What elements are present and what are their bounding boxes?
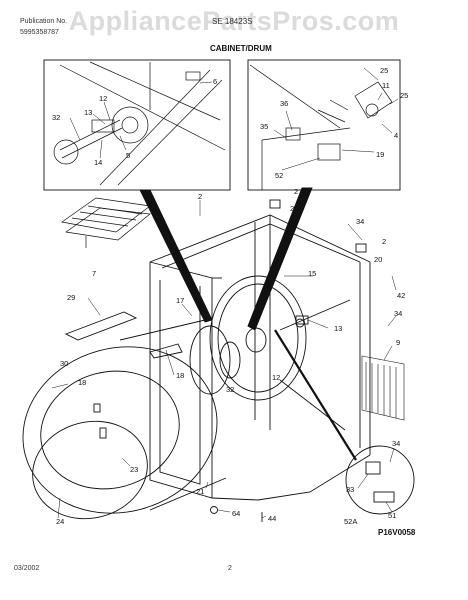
callout-18a: 18: [78, 378, 86, 387]
pulley-spider-drawing: [53, 61, 226, 186]
rear-vent-grille: [361, 355, 405, 421]
hinge-20-lower: [355, 243, 367, 253]
callout-19: 19: [376, 150, 384, 159]
callout-18b: 18: [176, 371, 184, 380]
callout-32b: 32: [226, 385, 234, 394]
switch-detail-circle: [345, 445, 415, 515]
inset-leader-right: [247, 187, 313, 331]
idler-switch-inset: [247, 59, 401, 191]
rear-drum-belt: [209, 275, 307, 401]
callout-6: 6: [213, 77, 217, 86]
callout-2b: 2: [294, 187, 298, 196]
section-title: CABINET/DRUM: [210, 44, 272, 53]
model-number: SE 18423S: [212, 17, 253, 26]
callout-13a: 13: [84, 108, 92, 117]
callout-36: 36: [280, 99, 288, 108]
callout-25a: 25: [380, 66, 388, 75]
callout-32a: 32: [52, 113, 60, 122]
page-number: 2: [228, 565, 232, 572]
callout-25b: 25: [400, 91, 408, 100]
drum-baffle: [64, 311, 138, 341]
drying-rack: [61, 197, 151, 248]
callout-2c: 2: [382, 237, 386, 246]
callout-34b: 34: [394, 309, 402, 318]
callout-20a: 20: [290, 204, 298, 213]
figure-code: P16V0058: [378, 528, 416, 537]
callout-51: 51: [388, 511, 396, 520]
callout-64: 64: [232, 509, 240, 518]
hinge-20-upper: [269, 199, 281, 209]
front-drum: [22, 319, 241, 514]
callout-9: 9: [396, 338, 400, 347]
callout-23: 23: [130, 465, 138, 474]
callout-30: 30: [60, 359, 68, 368]
callout-34a: 34: [356, 217, 364, 226]
callout-12a: 12: [99, 94, 107, 103]
cabinet-frame: [149, 214, 371, 501]
callout-52: 52: [275, 171, 283, 180]
callout-labels: 6 32 13 12 14 5 25 11 25 36 35 4 19 52 2…: [52, 66, 408, 526]
callout-29: 29: [67, 293, 75, 302]
callout-13b: 13: [334, 324, 342, 333]
switch-bracket: [373, 491, 395, 503]
callout-24: 24: [56, 517, 64, 526]
switch-detail-leader: [274, 329, 357, 461]
foot-64: [210, 506, 218, 514]
callout-11: 11: [382, 81, 390, 90]
callout-44: 44: [268, 514, 276, 523]
callout-34c: 34: [392, 439, 400, 448]
drum-pulley-inset: [43, 59, 231, 191]
callout-14: 14: [94, 158, 102, 167]
publication-code: 5995358787: [20, 29, 59, 36]
callout-15: 15: [308, 269, 316, 278]
leader-lines: [51, 67, 399, 519]
watermark: AppliancePartsPros.com: [68, 6, 400, 36]
callout-35: 35: [260, 122, 268, 131]
door-switch: [365, 461, 381, 475]
publication-label: Publication No.: [20, 18, 68, 25]
callout-21: 21: [196, 487, 204, 496]
callout-12b: 12: [272, 373, 280, 382]
switch-bracket-drawing: [249, 64, 393, 190]
callout-20b: 20: [374, 255, 382, 264]
footer-date: 03/2002: [14, 565, 40, 572]
callout-4: 4: [394, 131, 398, 140]
callout-2a: 2: [198, 192, 202, 201]
callout-7: 7: [92, 269, 96, 278]
drum-seal-ring: [32, 420, 148, 520]
callout-5: 5: [126, 151, 130, 160]
callout-42: 42: [397, 291, 405, 300]
callout-17: 17: [176, 296, 184, 305]
callout-33: 33: [346, 485, 354, 494]
callout-52a: 52A: [344, 517, 357, 526]
